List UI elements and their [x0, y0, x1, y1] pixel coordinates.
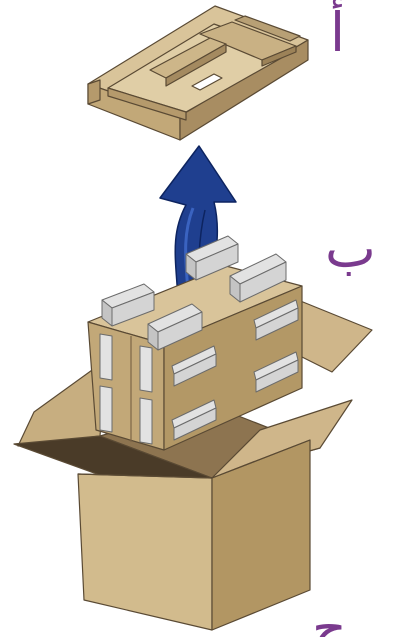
- insert-with-foam-blocks-illustration: [88, 236, 302, 450]
- step-label-c: ج: [312, 602, 347, 637]
- step-label-b: ب: [325, 222, 376, 276]
- step-label-a: أ: [330, 6, 345, 60]
- top-tray-illustration: [88, 6, 308, 140]
